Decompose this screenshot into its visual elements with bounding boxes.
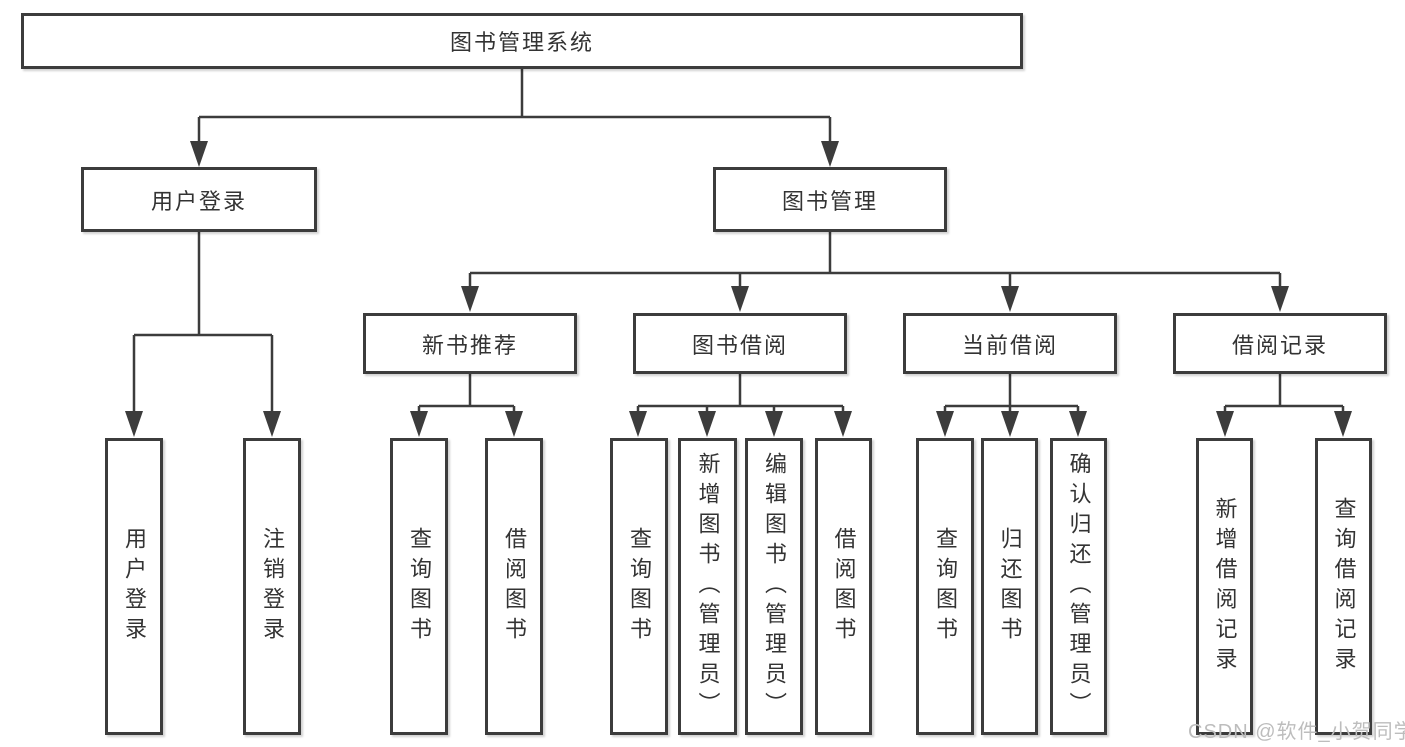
node-leaf-current-confirm-return-admin-label: 确认归还（管理员） [1066, 451, 1092, 722]
arrow-down-icon [834, 411, 852, 437]
node-leaf-logout-label: 注销登录 [260, 526, 285, 647]
node-leaf-current-query-books: 查询图书 [916, 438, 974, 735]
connector-book-mgmt-to-level3 [468, 232, 1282, 296]
node-leaf-current-return-books-label: 归还图书 [997, 526, 1023, 647]
arrow-down-icon [263, 411, 281, 437]
node-leaf-recommend-query-books: 查询图书 [390, 438, 448, 735]
arrow-down-icon [1334, 411, 1352, 437]
node-leaf-user-login: 用户登录 [105, 438, 163, 735]
arrowheads [125, 141, 1352, 437]
node-root: 图书管理系统 [21, 13, 1023, 69]
arrow-down-icon [190, 141, 208, 167]
node-leaf-borrowing-edit-books-admin-label: 编辑图书（管理员） [762, 451, 787, 722]
node-leaf-recommend-borrow-books-label: 借阅图书 [502, 526, 527, 647]
arrow-down-icon [505, 411, 523, 437]
csdn-watermark: CSDN @软件_小贺同学 [1188, 721, 1405, 743]
node-borrowing-records: 借阅记录 [1173, 313, 1387, 374]
node-leaf-current-confirm-return-admin: 确认归还（管理员） [1050, 438, 1107, 735]
arrow-down-icon [461, 286, 479, 312]
node-leaf-borrowing-query-books: 查询图书 [610, 438, 668, 735]
node-user-login-label: 用户登录 [150, 188, 247, 214]
arrow-down-icon [1216, 411, 1234, 437]
connector-new-book-rec-to-leaves [417, 374, 516, 421]
node-current-borrowing-label: 当前借阅 [961, 332, 1058, 358]
connector-book-borrow-to-leaves [636, 374, 845, 421]
node-book-borrowing-label: 图书借阅 [691, 332, 788, 358]
arrow-down-icon [629, 411, 647, 437]
node-new-book-recommend: 新书推荐 [363, 313, 577, 374]
node-leaf-borrowing-add-books-admin-label: 新增图书（管理员） [695, 451, 721, 722]
node-leaf-records-query-record-label: 查询借阅记录 [1331, 496, 1357, 677]
node-leaf-borrowing-edit-books-admin: 编辑图书（管理员） [745, 438, 803, 735]
node-borrowing-records-label: 借阅记录 [1231, 332, 1328, 358]
arrow-down-icon [731, 286, 749, 312]
node-book-management: 图书管理 [713, 167, 947, 232]
node-new-book-recommend-label: 新书推荐 [421, 332, 518, 358]
node-user-login: 用户登录 [81, 167, 317, 232]
arrow-down-icon [765, 411, 783, 437]
arrow-down-icon [125, 411, 143, 437]
arrow-down-icon [936, 411, 954, 437]
node-current-borrowing: 当前借阅 [903, 313, 1117, 374]
node-leaf-borrowing-borrow-books: 借阅图书 [815, 438, 872, 735]
node-leaf-recommend-query-books-label: 查询图书 [407, 526, 432, 647]
node-root-label: 图书管理系统 [449, 30, 594, 55]
node-leaf-borrowing-query-books-label: 查询图书 [627, 526, 652, 647]
arrow-down-icon [698, 411, 716, 437]
arrow-down-icon [1001, 286, 1019, 312]
arrow-down-icon [1069, 411, 1087, 437]
node-book-management-label: 图书管理 [781, 188, 878, 214]
node-leaf-recommend-borrow-books: 借阅图书 [485, 438, 543, 735]
node-leaf-records-query-record: 查询借阅记录 [1315, 438, 1372, 735]
connector-borrow-records-to-leaves [1223, 374, 1345, 421]
arrow-down-icon [821, 141, 839, 167]
node-leaf-current-query-books-label: 查询图书 [933, 526, 958, 647]
node-leaf-user-login-label: 用户登录 [122, 526, 147, 647]
node-leaf-borrowing-borrow-books-label: 借阅图书 [831, 526, 857, 647]
node-leaf-records-add-record-label: 新增借阅记录 [1212, 496, 1238, 677]
node-book-borrowing: 图书借阅 [633, 313, 847, 374]
node-leaf-current-return-books: 归还图书 [981, 438, 1038, 735]
node-leaf-borrowing-add-books-admin: 新增图书（管理员） [678, 438, 737, 735]
node-leaf-logout: 注销登录 [243, 438, 301, 735]
arrow-down-icon [1001, 411, 1019, 437]
connector-root-to-level2 [197, 69, 832, 150]
arrow-down-icon [1271, 286, 1289, 312]
node-leaf-records-add-record: 新增借阅记录 [1196, 438, 1253, 735]
arrow-down-icon [410, 411, 428, 437]
connector-user-login-to-leaves [132, 232, 274, 421]
